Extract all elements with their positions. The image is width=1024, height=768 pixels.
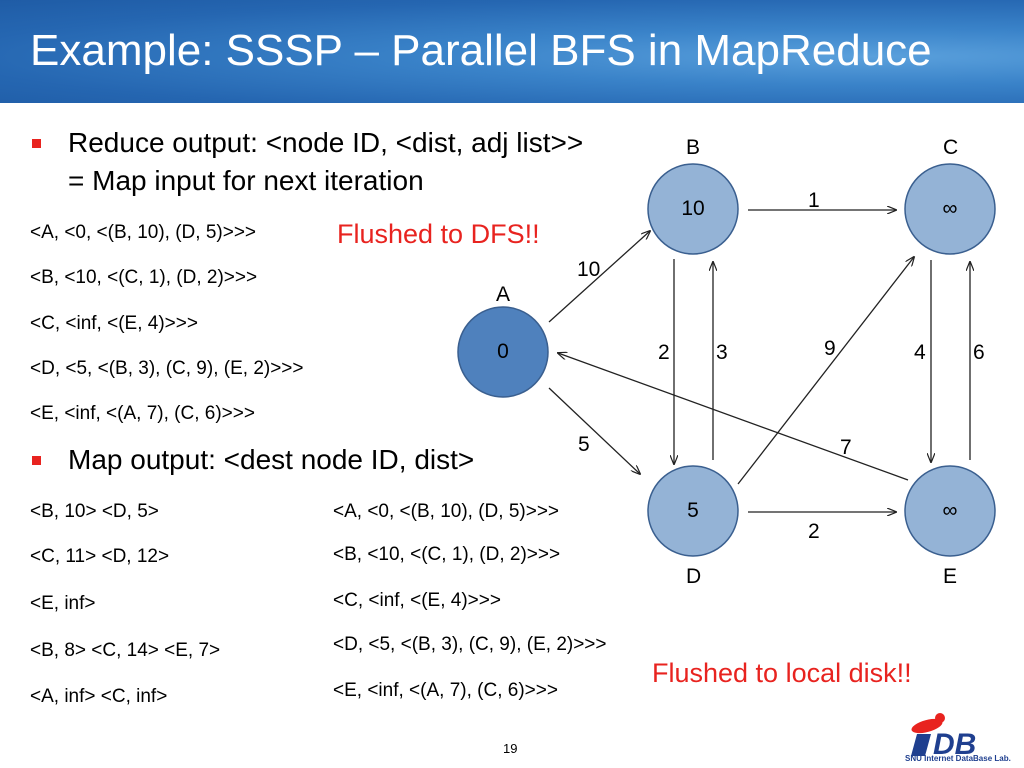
- map-output-heading: Map output: <dest node ID, dist>: [68, 444, 475, 475]
- map-record: <B, <10, <(C, 1), (D, 2)>>>: [333, 544, 561, 565]
- weight-b-c: 1: [808, 189, 820, 212]
- bullet-marker: [32, 139, 41, 148]
- node-a-name: A: [496, 283, 511, 306]
- reduce-record: <E, <inf, <(A, 7), (C, 6)>>>: [30, 403, 255, 424]
- page-number: 19: [503, 741, 518, 756]
- node-d-dist: 5: [687, 499, 699, 522]
- node-c-name: C: [943, 136, 959, 159]
- map-record: <A, <0, <(B, 10), (D, 5)>>>: [333, 501, 560, 522]
- node-b-dist: 10: [681, 197, 705, 220]
- edge-a-b: [548, 231, 650, 323]
- map-output-row: <A, inf> <C, inf>: [30, 686, 168, 707]
- node-c-dist: ∞: [942, 197, 958, 220]
- map-record: <C, <inf, <(E, 4)>>>: [333, 590, 501, 611]
- weight-b-d: 2: [658, 341, 670, 364]
- weight-e-c: 6: [973, 341, 985, 364]
- reduce-record: <D, <5, <(B, 3), (C, 9), (E, 2)>>>: [30, 358, 304, 379]
- logo-mark-icon: DB: [911, 713, 976, 761]
- map-output-row: <C, 11> <D, 12>: [30, 546, 170, 567]
- map-output-row: <B, 8> <C, 14> <E, 7>: [30, 640, 221, 661]
- weight-d-b: 3: [716, 341, 728, 364]
- edge-a-d: [548, 387, 640, 474]
- node-d: [647, 465, 739, 557]
- weight-e-a: 7: [840, 436, 852, 459]
- flushed-local-note: Flushed to local disk!!: [652, 658, 912, 688]
- node-b: [647, 163, 739, 255]
- map-record: <E, <inf, <(A, 7), (C, 6)>>>: [333, 680, 558, 701]
- reduce-record: <B, <10, <(C, 1), (D, 2)>>>: [30, 267, 258, 288]
- edge-e-a: [558, 353, 909, 481]
- idb-logo: DB SNU Internet DataBase Lab.: [905, 706, 1015, 764]
- node-a: [457, 306, 549, 398]
- map-output-row: <B, 10> <D, 5>: [30, 501, 159, 522]
- bullet-marker: [32, 456, 41, 465]
- flushed-dfs-note: Flushed to DFS!!: [337, 219, 540, 249]
- node-a-dist: 0: [497, 340, 509, 363]
- weight-d-c: 9: [824, 337, 836, 360]
- weight-a-d: 5: [578, 433, 590, 456]
- reduce-output-subheading: = Map input for next iteration: [68, 165, 424, 196]
- node-c: [904, 163, 996, 255]
- map-output-row: <E, inf>: [30, 593, 96, 614]
- node-b-name: B: [686, 136, 701, 159]
- node-e-name: E: [943, 565, 958, 588]
- node-d-name: D: [686, 565, 702, 588]
- weight-c-e: 4: [914, 341, 926, 364]
- reduce-output-heading: Reduce output: <node ID, <dist, adj list…: [68, 127, 584, 158]
- node-e-dist: ∞: [942, 499, 958, 522]
- title-bar: Example: SSSP – Parallel BFS in MapReduc…: [0, 0, 1024, 103]
- map-record: <D, <5, <(B, 3), (C, 9), (E, 2)>>>: [333, 634, 607, 655]
- weight-d-e: 2: [808, 520, 820, 543]
- weight-a-b: 10: [577, 258, 601, 281]
- node-e: [904, 465, 996, 557]
- slide-title: Example: SSSP – Parallel BFS in MapReduc…: [30, 26, 932, 75]
- edge-d-c: [737, 257, 914, 485]
- reduce-record: <C, <inf, <(E, 4)>>>: [30, 313, 198, 334]
- svg-text:DB: DB: [933, 728, 976, 761]
- logo-caption: SNU Internet DataBase Lab.: [905, 754, 1011, 763]
- reduce-record: <A, <0, <(B, 10), (D, 5)>>>: [30, 222, 257, 243]
